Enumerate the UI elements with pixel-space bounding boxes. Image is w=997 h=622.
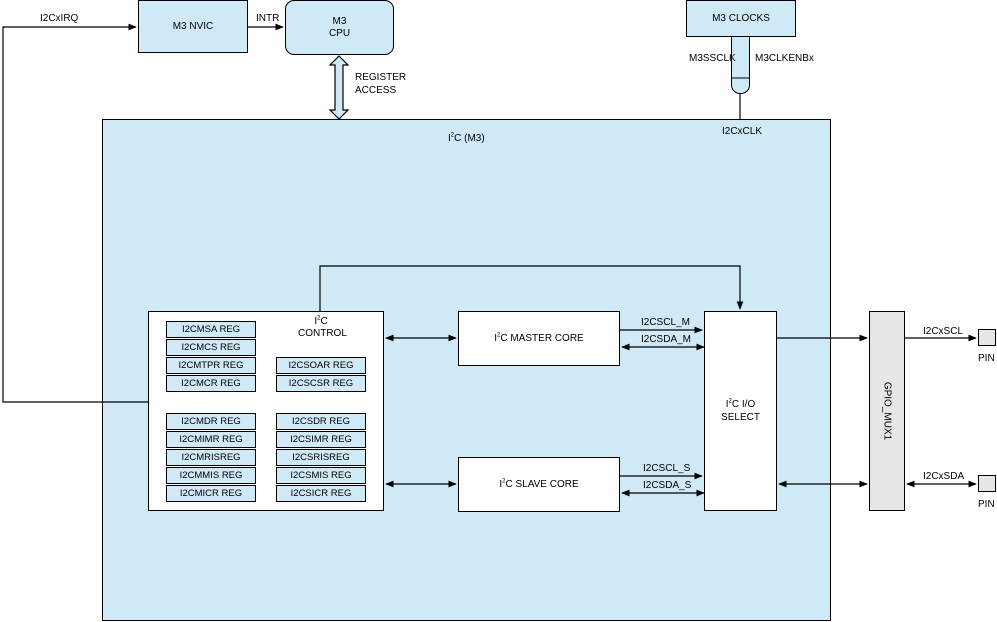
m3-clocks-block: M3 CLOCKS	[686, 0, 796, 37]
scl-pin	[978, 329, 996, 346]
i2cscl-s-label: I2CSCL_S	[643, 463, 691, 474]
register-box: I2CMIMR REG	[166, 431, 256, 448]
i2cxirq-label: I2CxIRQ	[40, 13, 79, 24]
pin-label-scl: PIN	[978, 353, 995, 364]
i2c-control-label-line1: I2C	[314, 315, 328, 327]
register-box: I2CMTPR REG	[166, 357, 256, 374]
m3-clocks-label: M3 CLOCKS	[712, 13, 770, 24]
intr-label: INTR	[256, 13, 280, 24]
m3-cpu-label-line2: CPU	[328, 27, 351, 39]
register-box: I2CMCR REG	[166, 375, 256, 392]
register-box: I2CSDR REG	[276, 413, 366, 430]
i2cscl-m-label: I2CSCL_M	[641, 317, 690, 328]
register-box: I2CSRISREG	[276, 449, 366, 466]
register-box: I2CMMIS REG	[166, 467, 256, 484]
i2cxsda-label: I2CxSDA	[923, 471, 965, 482]
i2csda-s-label: I2CSDA_S	[643, 480, 692, 491]
i2c-control-label: I2C CONTROL	[298, 315, 347, 339]
pin-label-sda: PIN	[978, 499, 995, 510]
register-box: I2CMSA REG	[166, 321, 256, 338]
register-box: I2CMRISREG	[166, 449, 256, 466]
register-box: I2CSICR REG	[276, 485, 366, 502]
irq-line	[2, 23, 148, 403]
register-box: I2CSMIS REG	[276, 467, 366, 484]
control-to-io-line	[319, 265, 744, 311]
i2c-io-select-label-line2: SELECT	[721, 412, 760, 423]
m3-nvic-label: M3 NVIC	[172, 21, 214, 32]
register-access-arrow	[328, 55, 350, 120]
m3-cpu-block: M3 CPU	[285, 0, 394, 55]
i2c-slave-core-block: I2C SLAVE CORE	[458, 457, 620, 512]
m3clkenbx-label: M3CLKENBx	[755, 53, 814, 64]
m3-cpu-label-line1: M3	[332, 15, 347, 27]
m3-nvic-block: M3 NVIC	[138, 0, 248, 53]
i2cxclk-label: I2CxCLK	[722, 126, 763, 137]
i2c-io-select-label-line1: I2C I/O	[725, 398, 756, 410]
i2c-master-core-label: I2C MASTER CORE	[494, 332, 584, 344]
register-access-label-line2: ACCESS	[355, 85, 397, 96]
i2csda-m-label: I2CSDA_M	[641, 334, 692, 345]
register-box: I2CSCSR REG	[276, 375, 366, 392]
register-box: I2CMCS REG	[166, 339, 256, 356]
i2c-master-core-block: I2C MASTER CORE	[458, 311, 620, 366]
register-box: I2CSOAR REG	[276, 357, 366, 374]
i2c-control-label-line2: CONTROL	[298, 328, 347, 339]
i2cxscl-label: I2CxSCL	[923, 326, 964, 337]
register-access-label-line1: REGISTER	[355, 72, 407, 83]
m3ssclk-label: M3SSCLK	[689, 53, 736, 64]
i2c-slave-core-label: I2C SLAVE CORE	[499, 478, 579, 490]
clock-gate-shape	[731, 37, 750, 94]
register-box: I2CSIMR REG	[276, 431, 366, 448]
register-box: I2CMICR REG	[166, 485, 256, 502]
sda-pin	[978, 475, 996, 492]
gpio-mux1-block: GPIO_MUX1	[869, 311, 905, 511]
i2c-m3-title: I2C (M3)	[448, 132, 485, 144]
register-box: I2CMDR REG	[166, 413, 256, 430]
i2c-io-select-block: I2C I/O SELECT	[704, 311, 777, 511]
register-access-label: REGISTER ACCESS	[355, 72, 407, 96]
